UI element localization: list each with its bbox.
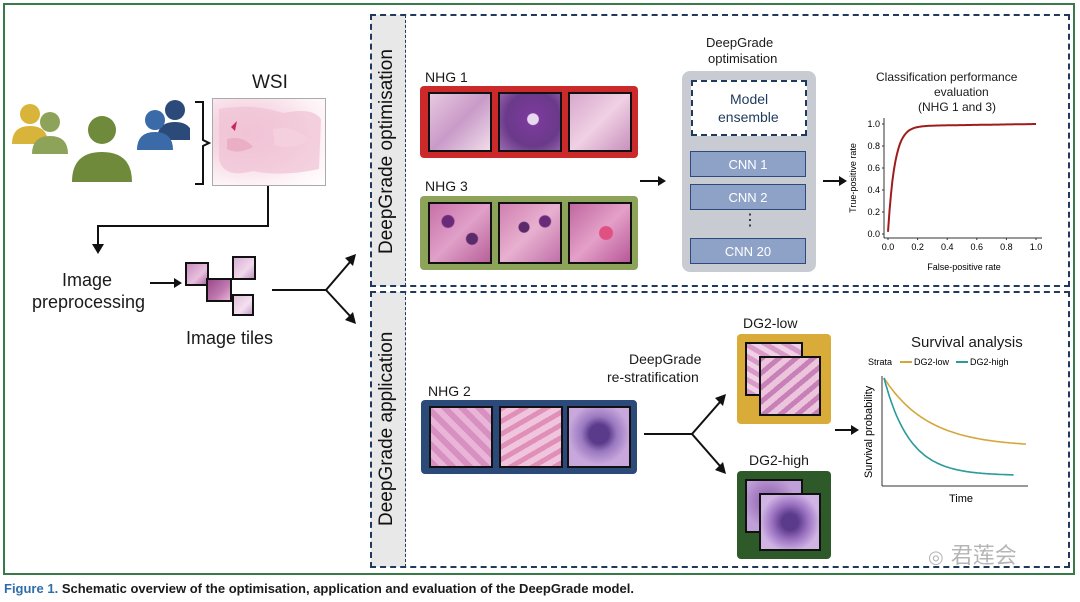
survival-y-axis-label: Survival probability bbox=[863, 385, 875, 478]
roc-x-tick-label: 0.2 bbox=[911, 242, 924, 252]
roc-y-ticks: 0.0 0.2 0.4 0.6 0.8 1.0 bbox=[867, 119, 884, 239]
ensemble-title-line2: optimisation bbox=[708, 51, 778, 66]
wsi-bracket bbox=[193, 100, 212, 191]
model-ensemble-label-line1: Model bbox=[730, 91, 769, 107]
image-tile bbox=[232, 256, 256, 280]
roc-x-tick-label: 1.0 bbox=[1030, 242, 1043, 252]
pathologists-icon bbox=[10, 96, 193, 191]
wsi-label: WSI bbox=[252, 72, 288, 93]
roc-axes bbox=[883, 118, 1042, 239]
dg2-low-label: DG2-low bbox=[743, 315, 798, 331]
arrow-to-survival bbox=[835, 423, 861, 442]
nhg2-label: NHG 2 bbox=[428, 383, 471, 399]
survival-curve-dg2-low bbox=[883, 377, 1027, 445]
survival-legend: Strata DG2-low DG2-high bbox=[868, 357, 1009, 367]
dg2-low-tile-group bbox=[737, 334, 831, 424]
watermark-text: 君莲会 bbox=[950, 544, 1017, 569]
dg2-high-tile-group bbox=[737, 471, 831, 559]
caption-text: Schematic overview of the optimisation, … bbox=[61, 581, 634, 596]
nhg2-tile-group bbox=[421, 400, 637, 474]
ensemble-title-line1: DeepGrade bbox=[706, 35, 774, 50]
legend-dg2-high: DG2-high bbox=[970, 357, 1009, 367]
dg2-high-tile bbox=[759, 493, 821, 551]
nhg3-tile bbox=[498, 202, 562, 264]
nhg3-tile-group bbox=[420, 196, 638, 270]
roc-y-tick-label: 0.8 bbox=[867, 141, 880, 151]
restratification-label-line2: re-stratification bbox=[607, 369, 699, 385]
roc-y-tick-label: 0.0 bbox=[867, 229, 880, 239]
restratification-label-line1: DeepGrade bbox=[629, 351, 702, 367]
application-panel bbox=[370, 291, 1070, 568]
restratification-split-arrow bbox=[640, 390, 734, 479]
cnn-model-2: CNN 2 bbox=[690, 184, 806, 210]
roc-curve bbox=[887, 123, 1036, 232]
application-side-bar bbox=[371, 292, 406, 567]
roc-title-line3: (NHG 1 and 3) bbox=[918, 100, 997, 114]
roc-title-line2: evaluation bbox=[934, 85, 989, 99]
roc-x-tick-label: 0.0 bbox=[882, 242, 895, 252]
survival-x-axis-label: Time bbox=[949, 493, 973, 505]
nhg3-tile bbox=[428, 202, 492, 264]
arrow-preprocessing-to-tiles bbox=[150, 276, 184, 295]
dg2-high-label: DG2-high bbox=[749, 452, 809, 468]
roc-x-ticks: 0.0 0.2 0.4 0.6 0.8 1.0 bbox=[882, 238, 1043, 252]
survival-curve-dg2-high bbox=[883, 377, 1014, 476]
preprocessing-label-line2: preprocessing bbox=[32, 292, 146, 312]
roc-y-tick-label: 0.4 bbox=[867, 185, 880, 195]
wechat-icon: ◎ bbox=[928, 547, 944, 568]
cnn-model-20: CNN 20 bbox=[690, 238, 806, 264]
watermark: ◎ 君莲会 bbox=[928, 538, 1017, 570]
roc-y-tick-label: 1.0 bbox=[867, 119, 880, 129]
cnn-ellipsis: ⋮ bbox=[742, 212, 758, 229]
legend-dg2-low: DG2-low bbox=[914, 357, 950, 367]
image-tiles-label: Image tiles bbox=[186, 328, 274, 348]
nhg3-tile bbox=[568, 202, 632, 264]
roc-x-tick-label: 0.8 bbox=[1000, 242, 1013, 252]
nhg1-tile bbox=[498, 92, 562, 152]
roc-x-tick-label: 0.4 bbox=[941, 242, 954, 252]
model-ensemble-label-line2: ensemble bbox=[718, 109, 779, 125]
split-arrow bbox=[268, 250, 364, 331]
image-tile bbox=[232, 294, 254, 316]
wsi-slide-image bbox=[212, 98, 326, 186]
nhg1-tile-group bbox=[420, 86, 638, 158]
model-ensemble-box bbox=[691, 80, 807, 136]
figure-frame bbox=[3, 3, 1075, 575]
roc-y-tick-label: 0.6 bbox=[867, 163, 880, 173]
preprocessing-label-line1: Image bbox=[62, 270, 113, 290]
roc-y-axis-label: True-positive rate bbox=[848, 143, 858, 213]
roc-title-line1: Classification performance bbox=[876, 70, 1018, 84]
roc-x-tick-label: 0.6 bbox=[971, 242, 984, 252]
arrow-wsi-to-preprocessing bbox=[90, 186, 280, 261]
nhg2-tile bbox=[499, 406, 563, 468]
survival-title: Survival analysis bbox=[911, 334, 1023, 351]
roc-chart: 0.0 0.2 0.4 0.6 0.8 1.0 0.0 0.2 0.4 0.6 0.8 1.0 Fa… bbox=[848, 118, 1043, 272]
figure-caption: Figure 1. Schematic overview of the opti… bbox=[4, 581, 634, 596]
roc-y-tick-label: 0.2 bbox=[867, 207, 880, 217]
strata-label: Strata bbox=[868, 357, 892, 367]
image-tile bbox=[185, 262, 209, 286]
arrow-to-ensemble bbox=[640, 174, 668, 193]
image-tile bbox=[206, 278, 232, 302]
nhg1-tile bbox=[568, 92, 632, 152]
survival-chart: Time Survival probability bbox=[863, 376, 1028, 505]
optimisation-panel bbox=[370, 14, 1070, 287]
nhg1-tile bbox=[428, 92, 492, 152]
nhg2-tile bbox=[429, 406, 493, 468]
optimisation-side-bar bbox=[371, 15, 406, 286]
nhg2-tile bbox=[567, 406, 631, 468]
caption-label: Figure 1. bbox=[4, 581, 59, 596]
nhg3-label: NHG 3 bbox=[425, 178, 468, 194]
arrow-to-roc bbox=[823, 174, 849, 193]
cnn-model-1: CNN 1 bbox=[690, 151, 806, 177]
dg2-low-tile bbox=[759, 356, 821, 416]
nhg1-label: NHG 1 bbox=[425, 69, 468, 85]
roc-x-axis-label: False-positive rate bbox=[927, 262, 1001, 272]
